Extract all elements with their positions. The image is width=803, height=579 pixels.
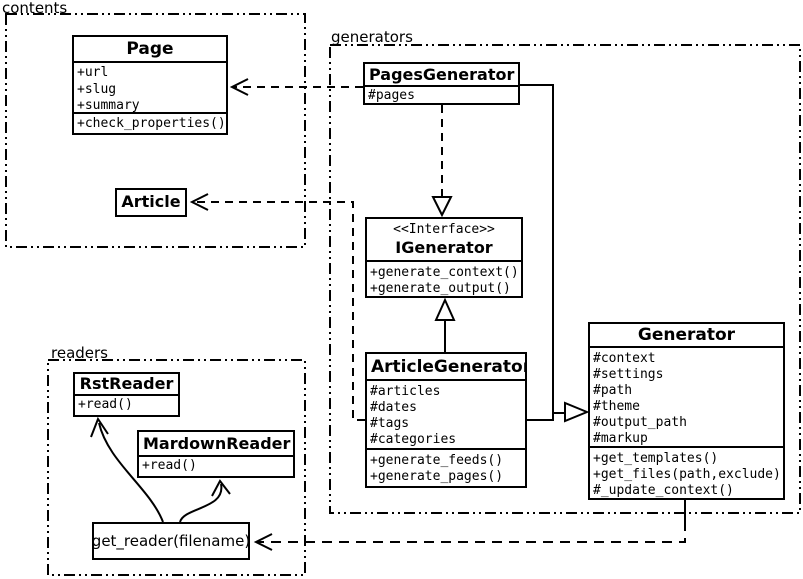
class-title-articlegenerator: ArticleGenerator xyxy=(371,357,525,377)
readers-package-border xyxy=(47,359,306,576)
hollow-triangle-at-igenerator-bottom xyxy=(434,297,456,321)
attr-line: #dates xyxy=(370,400,417,415)
attr-line: #articles xyxy=(370,384,441,399)
class-methods-articlegenerator: +generate_feeds() +generate_pages() xyxy=(367,448,525,486)
arrow-getreader-to-mardownreader xyxy=(179,483,223,523)
dependency-generator-to-getreader xyxy=(258,521,686,543)
class-title-rstreader: RstReader xyxy=(79,374,174,393)
class-methods-rstreader: +read() xyxy=(75,394,178,415)
class-attrs-articlegenerator: #articles #dates #tags #categories xyxy=(367,379,525,448)
open-arrowhead-at-article xyxy=(189,193,209,211)
attr-line: #markup xyxy=(593,431,648,446)
attr-line: #output_path xyxy=(593,415,687,430)
class-attrs-page: +url +slug +summary xyxy=(74,61,226,113)
hollow-triangle-at-generator-left xyxy=(564,401,590,423)
attr-line: +url xyxy=(77,65,109,80)
getreader-label: get_reader(filename) xyxy=(91,532,251,550)
dependency-articlegenerator-to-article xyxy=(194,201,365,421)
class-title-generator: Generator xyxy=(637,325,736,345)
method-line: +read() xyxy=(78,397,133,412)
attr-line: #pages xyxy=(368,88,415,103)
method-line: +get_templates() xyxy=(593,451,719,466)
open-arrowhead-at-page xyxy=(229,78,249,96)
generators-package-label: generators xyxy=(331,28,413,46)
class-attrs-generator: #context #settings #path #theme #output_… xyxy=(590,346,783,446)
class-box-articlegenerator: ArticleGenerator #articles #dates #tags … xyxy=(365,352,527,488)
method-line: #_update_context() xyxy=(593,483,734,498)
attr-line: #settings xyxy=(593,367,664,382)
open-arrowhead-at-mardownreader xyxy=(211,479,231,497)
method-line: +generate_pages() xyxy=(370,469,504,484)
method-line: +check_properties() xyxy=(77,116,223,131)
function-box-getreader: get_reader(filename) xyxy=(92,522,250,560)
attr-line: #tags xyxy=(370,416,410,431)
method-line: +generate_feeds() xyxy=(370,453,504,468)
method-line: +generate_output() xyxy=(370,281,511,296)
class-box-article: Article xyxy=(115,188,187,217)
class-title-article: Article xyxy=(121,192,181,211)
class-box-page: Page +url +slug +summary +check_properti… xyxy=(72,35,228,135)
class-title-page: Page xyxy=(126,39,174,59)
hollow-triangle-at-igenerator-top xyxy=(431,196,453,218)
attr-line: +summary xyxy=(77,98,140,113)
class-box-igenerator: <<Interface>> IGenerator +generate_conte… xyxy=(365,217,523,298)
class-methods-mardownreader: +read() xyxy=(139,455,293,476)
class-title-igenerator: IGenerator xyxy=(395,238,493,257)
class-attrs-pagesgenerator: #pages xyxy=(365,85,518,105)
class-methods-page: +check_properties() xyxy=(74,112,226,134)
class-title-mardownreader: MardownReader xyxy=(143,434,291,453)
class-box-pagesgenerator: PagesGenerator #pages xyxy=(363,62,520,105)
generators-package-border xyxy=(329,44,801,514)
class-methods-igenerator: +generate_context() +generate_output() xyxy=(367,260,521,298)
method-line: +get_files(path,exclude) xyxy=(593,467,780,482)
readers-package-label: readers xyxy=(51,344,108,362)
contents-package-border xyxy=(5,13,306,248)
attr-line: #categories xyxy=(370,432,457,447)
class-stereotype-igenerator: <<Interface>> xyxy=(393,222,495,237)
method-line: +generate_context() xyxy=(370,265,518,280)
open-arrowhead-at-getreader xyxy=(253,533,273,551)
attr-line: +slug xyxy=(77,81,117,97)
class-methods-generator: +get_templates() +get_files(path,exclude… xyxy=(590,446,783,498)
contents-package-label: contents xyxy=(2,0,68,17)
attr-line: #context xyxy=(593,351,656,366)
class-box-rstreader: RstReader +read() xyxy=(73,372,180,417)
generalization-pagesgenerator-to-generator xyxy=(520,84,565,414)
attr-line: #theme xyxy=(593,399,640,414)
class-title-pagesgenerator: PagesGenerator xyxy=(369,65,515,84)
class-box-generator: Generator #context #settings #path #them… xyxy=(588,322,785,500)
attr-line: #path xyxy=(593,383,633,398)
method-line: +read() xyxy=(142,458,197,473)
generalization-articlegenerator-to-generator xyxy=(527,413,554,421)
arrow-getreader-to-rstreader xyxy=(98,422,164,523)
class-box-mardownreader: MardownReader +read() xyxy=(137,430,295,478)
open-arrowhead-at-rstreader xyxy=(90,416,109,438)
